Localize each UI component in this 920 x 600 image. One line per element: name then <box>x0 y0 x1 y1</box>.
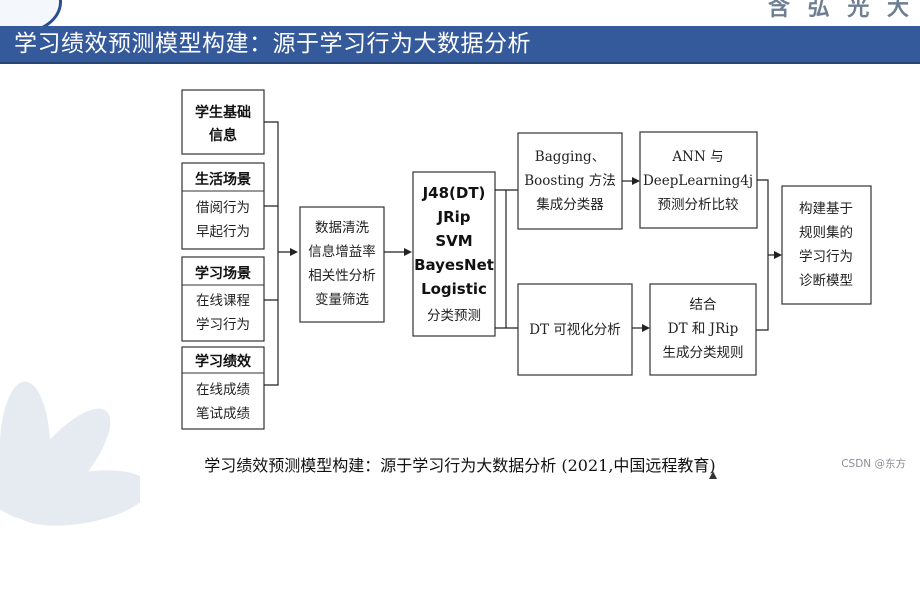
ensemble-box <box>517 132 623 230</box>
arrow-icon <box>404 248 412 256</box>
input-line: 早起行为 <box>196 224 250 240</box>
rules-line: 生成分类规则 <box>663 345 744 361</box>
input-box-basic-info <box>181 89 265 155</box>
input-line: 信息 <box>209 127 237 144</box>
output-line: 构建基于 <box>799 200 853 217</box>
title-banner: 学习绩效预测模型构建：源于学习行为大数据分析 <box>0 26 920 64</box>
input-line: 笔试成绩 <box>196 406 250 422</box>
algorithm-name: J48(DT) <box>422 184 486 202</box>
algorithms-caption: 分类预测 <box>427 308 481 324</box>
output-line: 规则集的 <box>799 225 853 241</box>
input-line: 在线课程 <box>196 293 250 309</box>
slide-title: 学习绩效预测模型构建：源于学习行为大数据分析 <box>14 31 531 57</box>
rules-line: 结合 <box>690 297 718 313</box>
algorithm-name: SVM <box>435 232 472 250</box>
preprocess-line: 变量筛选 <box>315 292 369 308</box>
compare-box <box>639 131 758 229</box>
dt-visual-label: DT 可视化分析 <box>529 322 621 338</box>
arrow-icon <box>774 251 782 259</box>
input-bracket <box>264 121 290 386</box>
university-motto: 含 弘 光 大 <box>768 0 914 21</box>
input-line: 学习行为 <box>196 317 250 333</box>
flow-diagram: 学生基础 信息 生活场景 借阅行为 早起行为 学习场景 在线课程 学习行为 学习… <box>181 89 872 430</box>
arrow-icon <box>642 324 650 332</box>
mouse-cursor-icon <box>709 471 717 479</box>
ensemble-line: Bagging、 <box>535 149 605 165</box>
preprocess-line: 相关性分析 <box>308 268 376 284</box>
branch-connector <box>495 189 518 329</box>
preprocess-box <box>299 206 385 323</box>
compare-line: 预测分析比较 <box>658 197 739 213</box>
compare-line: DeepLearning4j <box>643 173 753 189</box>
rules-box <box>649 283 757 376</box>
input-title: 学习绩效 <box>195 353 252 370</box>
merge-connector <box>756 179 774 331</box>
algorithm-name: BayesNet <box>414 256 494 274</box>
compare-line: ANN 与 <box>671 149 723 165</box>
arrow-icon <box>290 248 298 256</box>
input-title: 学习场景 <box>195 265 251 282</box>
input-line: 在线成绩 <box>196 382 250 398</box>
arrow-icon <box>632 177 640 185</box>
algorithms-box <box>412 171 496 337</box>
output-line: 学习行为 <box>799 249 853 265</box>
figure-caption: 学习绩效预测模型构建：源于学习行为大数据分析 (2021,中国远程教育) <box>204 456 716 475</box>
algorithm-name: JRip <box>436 208 470 226</box>
input-title: 生活场景 <box>195 171 251 188</box>
csdn-watermark: CSDN @东方 <box>841 458 906 470</box>
input-box-performance <box>181 346 265 430</box>
top-strip <box>0 0 920 26</box>
output-line: 诊断模型 <box>799 273 853 289</box>
input-box-learning-scene <box>181 256 265 342</box>
output-box <box>781 185 872 305</box>
preprocess-line: 数据清洗 <box>315 220 369 236</box>
ensemble-line: 集成分类器 <box>536 197 604 213</box>
preprocess-line: 信息增益率 <box>308 243 376 260</box>
input-title: 学生基础 <box>195 104 251 121</box>
algorithm-name: Logistic <box>421 280 487 298</box>
input-line: 借阅行为 <box>196 200 250 216</box>
ensemble-line: Boosting 方法 <box>524 173 615 189</box>
rules-line: DT 和 JRip <box>668 321 738 337</box>
dt-visual-box <box>517 283 633 376</box>
